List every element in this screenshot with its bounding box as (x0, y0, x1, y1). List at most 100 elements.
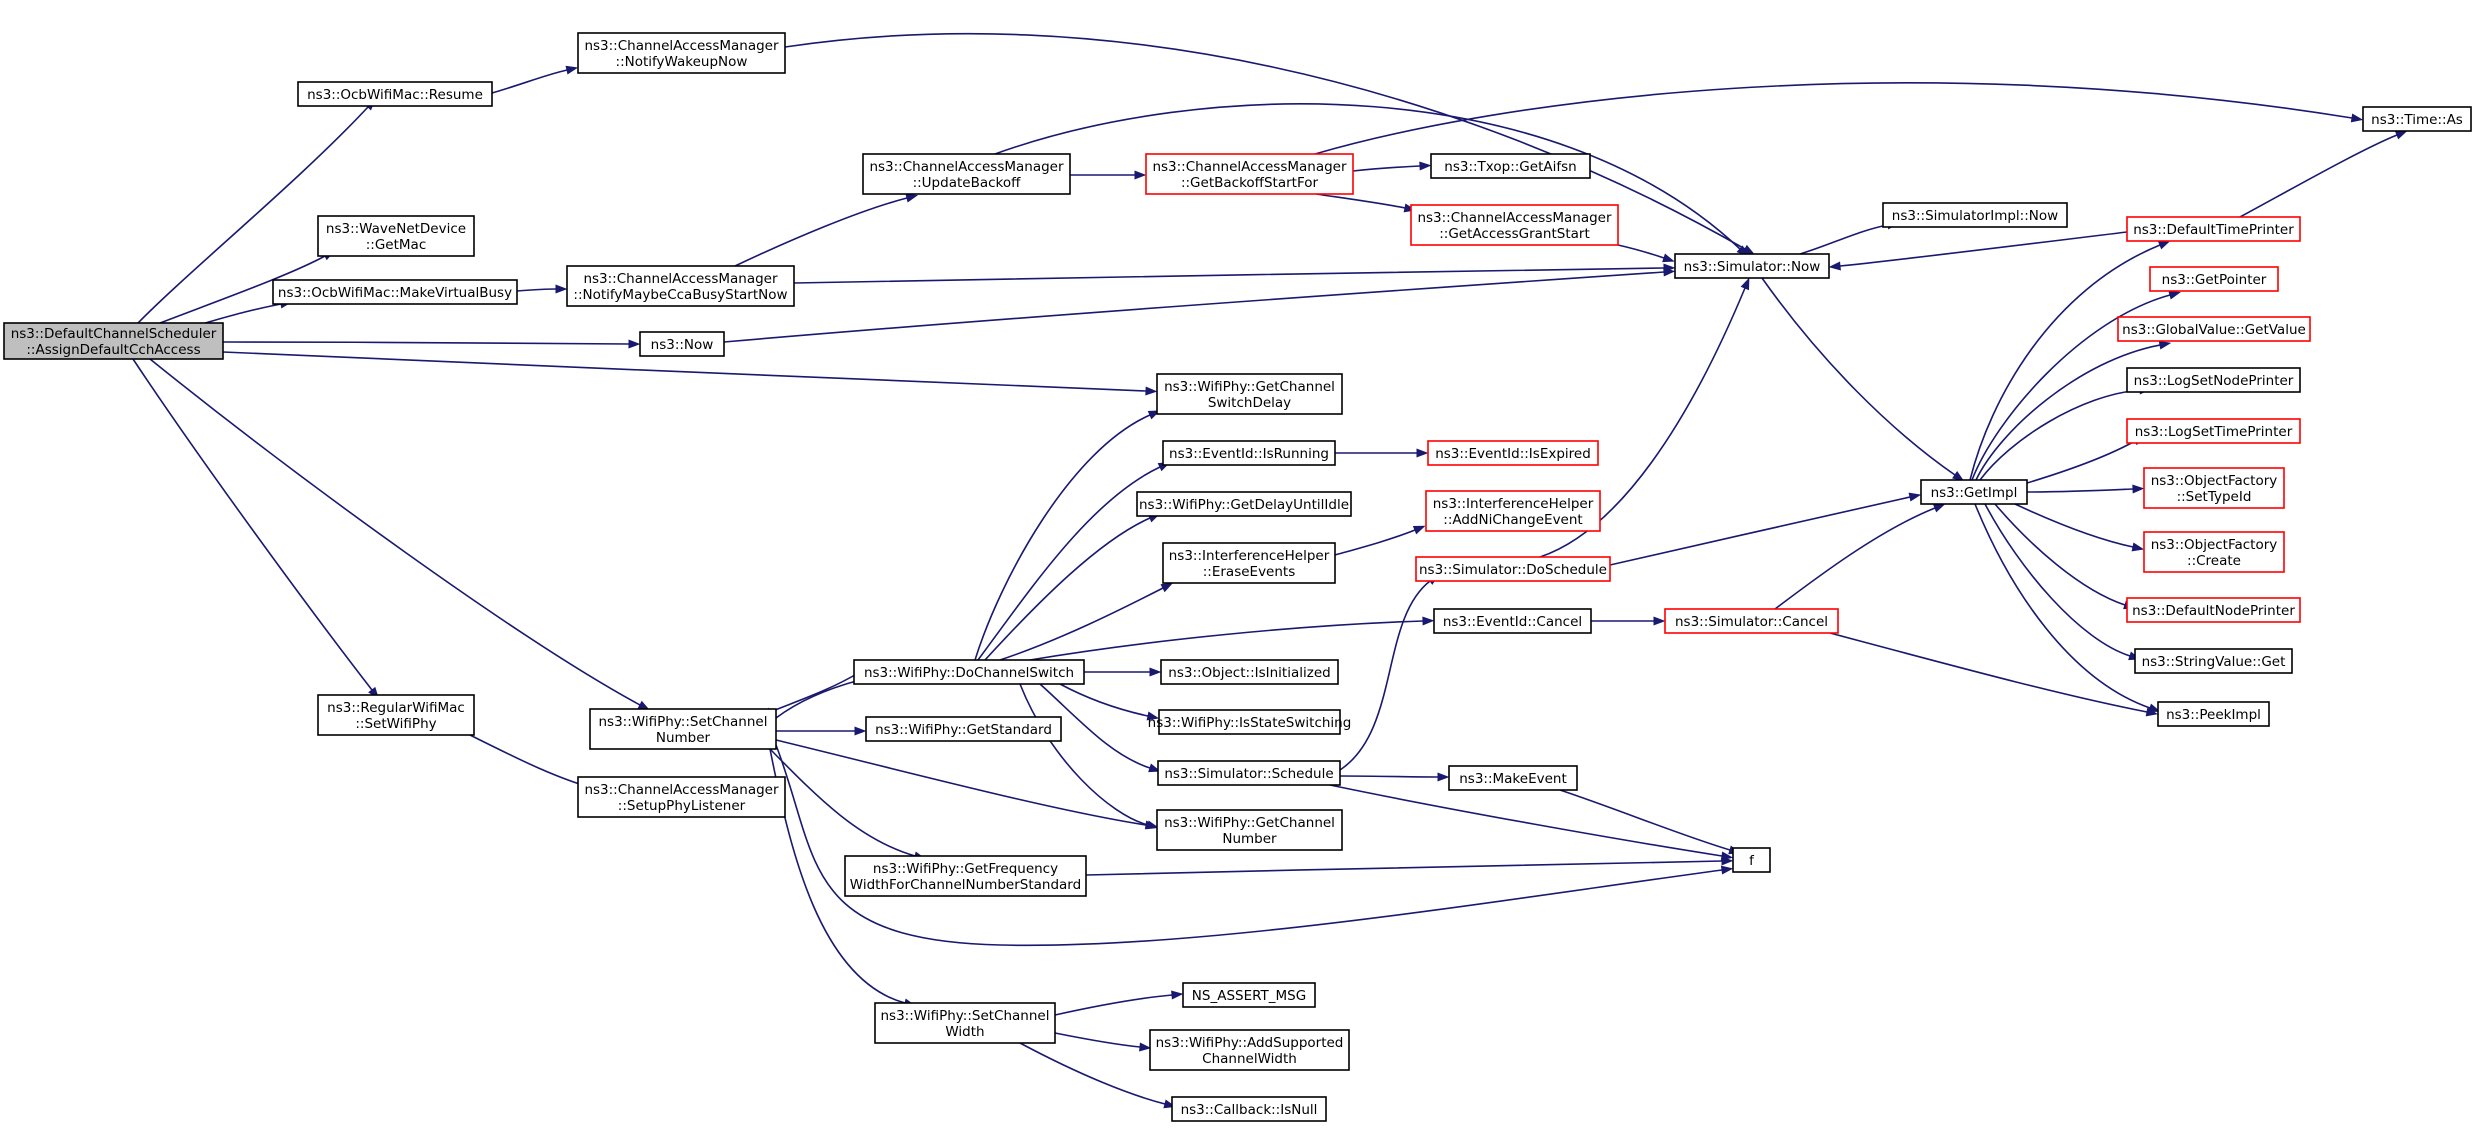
function-node-getMac[interactable]: ns3::WaveNetDevice::GetMac (317, 215, 475, 257)
function-node-notifyCca[interactable]: ns3::ChannelAccessManager::NotifyMaybeCc… (566, 265, 795, 307)
node-label: ns3::Simulator::DoSchedule (1419, 562, 1607, 578)
node-box (317, 694, 475, 736)
function-node-logNode[interactable]: ns3::LogSetNodePrinter (2126, 367, 2301, 393)
function-node-stringGet[interactable]: ns3::StringValue::Get (2134, 648, 2293, 674)
function-node-setupPhy[interactable]: ns3::ChannelAccessManager::SetupPhyListe… (577, 776, 786, 818)
function-node-getPointer[interactable]: ns3::GetPointer (2149, 266, 2279, 292)
function-node-ofSetTypeId[interactable]: ns3::ObjectFactory::SetTypeId (2143, 467, 2285, 509)
node-box (577, 776, 786, 818)
function-node-schedule[interactable]: ns3::Simulator::Schedule (1157, 760, 1341, 786)
node-box (1920, 479, 2028, 505)
call-edge-doSwitch-to-isInit (1084, 667, 1162, 677)
call-edge-eventCancel-to-simCancel (1591, 616, 1666, 626)
node-label: ::SetupPhyListener (618, 798, 746, 814)
function-node-gvGetValue[interactable]: ns3::GlobalValue::GetValue (2117, 316, 2311, 342)
call-edge-getImpl-to-defNodePrinter (1994, 503, 2136, 610)
function-node-freqWidth[interactable]: ns3::WifiPhy::GetFrequencyWidthForChanne… (844, 855, 1087, 897)
function-node-f[interactable]: f (1732, 847, 1771, 873)
function-node-getAccessGrant[interactable]: ns3::ChannelAccessManager::GetAccessGran… (1410, 204, 1619, 246)
function-node-isRunning[interactable]: ns3::EventId::IsRunning (1162, 440, 1336, 466)
node-label: ns3::PeekImpl (2166, 707, 2261, 723)
function-node-root[interactable]: ns3::DefaultChannelScheduler::AssignDefa… (3, 322, 224, 360)
function-node-isExpired[interactable]: ns3::EventId::IsExpired (1427, 440, 1599, 466)
function-node-doSwitch[interactable]: ns3::WifiPhy::DoChannelSwitch (853, 659, 1085, 685)
node-box (853, 659, 1085, 685)
function-node-getStandard[interactable]: ns3::WifiPhy::GetStandard (865, 716, 1062, 742)
node-label: ns3::EventId::Cancel (1443, 614, 1582, 630)
call-edge-doSwitch-to-getChanNum (1019, 683, 1160, 830)
function-node-isNull[interactable]: ns3::Callback::IsNull (1171, 1096, 1327, 1122)
function-node-eventCancel[interactable]: ns3::EventId::Cancel (1433, 608, 1592, 634)
node-label: ns3::ChannelAccessManager (584, 38, 779, 54)
node-box (2362, 106, 2472, 132)
node-box (1162, 440, 1336, 466)
node-box (1433, 608, 1592, 634)
function-node-defNodePrinter[interactable]: ns3::DefaultNodePrinter (2126, 597, 2301, 623)
node-label: ns3::RegularWifiMac (327, 700, 465, 716)
function-node-delayIdle[interactable]: ns3::WifiPhy::GetDelayUntilIdle (1136, 491, 1352, 517)
call-edge-notifyCca-to-updateBackoff (734, 193, 919, 267)
node-box (844, 855, 1087, 897)
call-edge-root-to-now (222, 339, 641, 349)
node-box (1149, 1029, 1350, 1071)
call-edge-freqWidth-to-f (1085, 856, 1734, 876)
node-label: ns3::Simulator::Cancel (1675, 614, 1828, 630)
function-node-makeVirtualBusy[interactable]: ns3::OcbWifiMac::MakeVirtualBusy (272, 279, 518, 305)
node-label: ::SetTypeId (2177, 489, 2252, 505)
function-node-updateBackoff[interactable]: ns3::ChannelAccessManager::UpdateBackoff (862, 153, 1071, 195)
function-node-peekImpl[interactable]: ns3::PeekImpl (2157, 701, 2270, 727)
call-edge-doSwitch-to-schedule (1039, 683, 1161, 773)
node-label: ns3::WifiPhy::DoChannelSwitch (864, 665, 1074, 681)
function-node-notifyWakeup[interactable]: ns3::ChannelAccessManager::NotifyWakeupN… (577, 32, 786, 74)
function-node-makeEvent[interactable]: ns3::MakeEvent (1448, 765, 1578, 791)
function-node-addNi[interactable]: ns3::InterferenceHelper::AddNiChangeEven… (1425, 490, 1601, 532)
function-node-getImpl[interactable]: ns3::GetImpl (1920, 479, 2028, 505)
node-box (1156, 373, 1343, 415)
function-node-erase[interactable]: ns3::InterferenceHelper::EraseEvents (1162, 542, 1336, 584)
function-node-defTimePrinter[interactable]: ns3::DefaultTimePrinter (2126, 216, 2301, 242)
node-box (1156, 809, 1343, 851)
call-edge-getImpl-to-logNode (1979, 385, 2152, 481)
node-box (2126, 216, 2301, 242)
function-node-simCancel[interactable]: ns3::Simulator::Cancel (1664, 608, 1839, 634)
call-edge-getBackoffStart-to-getAifsn (1352, 161, 1432, 172)
function-node-ofCreate[interactable]: ns3::ObjectFactory::Create (2143, 531, 2285, 573)
call-edge-setChannelNum-to-f (775, 744, 1734, 947)
function-node-simNow[interactable]: ns3::Simulator::Now (1674, 253, 1830, 279)
function-node-doSchedule[interactable]: ns3::Simulator::DoSchedule (1415, 556, 1611, 582)
node-label: ns3::InterferenceHelper (1433, 496, 1594, 512)
node-label: ns3::Object::IsInitialized (1168, 665, 1330, 681)
node-label: ns3::Simulator::Now (1684, 259, 1821, 275)
function-node-logTime[interactable]: ns3::LogSetTimePrinter (2126, 418, 2301, 444)
function-node-resume[interactable]: ns3::OcbWifiMac::Resume (297, 81, 493, 107)
node-label: ns3::Callback::IsNull (1181, 1102, 1318, 1118)
call-edge-getBackoffStart-to-timeAs (1314, 82, 2364, 155)
node-label: ns3::OcbWifiMac::MakeVirtualBusy (278, 285, 512, 301)
node-label: ::SetWifiPhy (355, 716, 436, 732)
function-node-getAifsn[interactable]: ns3::Txop::GetAifsn (1430, 153, 1591, 179)
function-node-timeAs[interactable]: ns3::Time::As (2362, 106, 2472, 132)
node-label: ns3::EventId::IsRunning (1169, 446, 1329, 462)
function-node-regSetPhy[interactable]: ns3::RegularWifiMac::SetWifiPhy (317, 694, 475, 736)
node-label: ns3::WifiPhy::GetDelayUntilIdle (1139, 497, 1349, 513)
call-edge-getImpl-to-ofCreate (2014, 503, 2145, 552)
call-edge-makeVirtualBusy-to-notifyCca (516, 284, 568, 294)
function-node-getBackoffStart[interactable]: ns3::ChannelAccessManager::GetBackoffSta… (1145, 153, 1354, 195)
node-box (1171, 1096, 1327, 1122)
function-node-assertMsg[interactable]: NS_ASSERT_MSG (1182, 982, 1316, 1008)
function-node-simImplNow[interactable]: ns3::SimulatorImpl::Now (1882, 202, 2068, 228)
node-label: ns3::WifiPhy::AddSupported (1156, 1035, 1344, 1051)
function-node-now[interactable]: ns3::Now (639, 331, 725, 357)
function-node-stateSwitch[interactable]: ns3::WifiPhy::IsStateSwitching (1148, 709, 1352, 735)
node-label: ns3::ChannelAccessManager (584, 782, 779, 798)
function-node-isInit[interactable]: ns3::Object::IsInitialized (1160, 659, 1339, 685)
node-box (1425, 490, 1601, 532)
call-edge-getImpl-to-ofSetTypeId (2026, 484, 2145, 494)
node-box (639, 331, 725, 357)
